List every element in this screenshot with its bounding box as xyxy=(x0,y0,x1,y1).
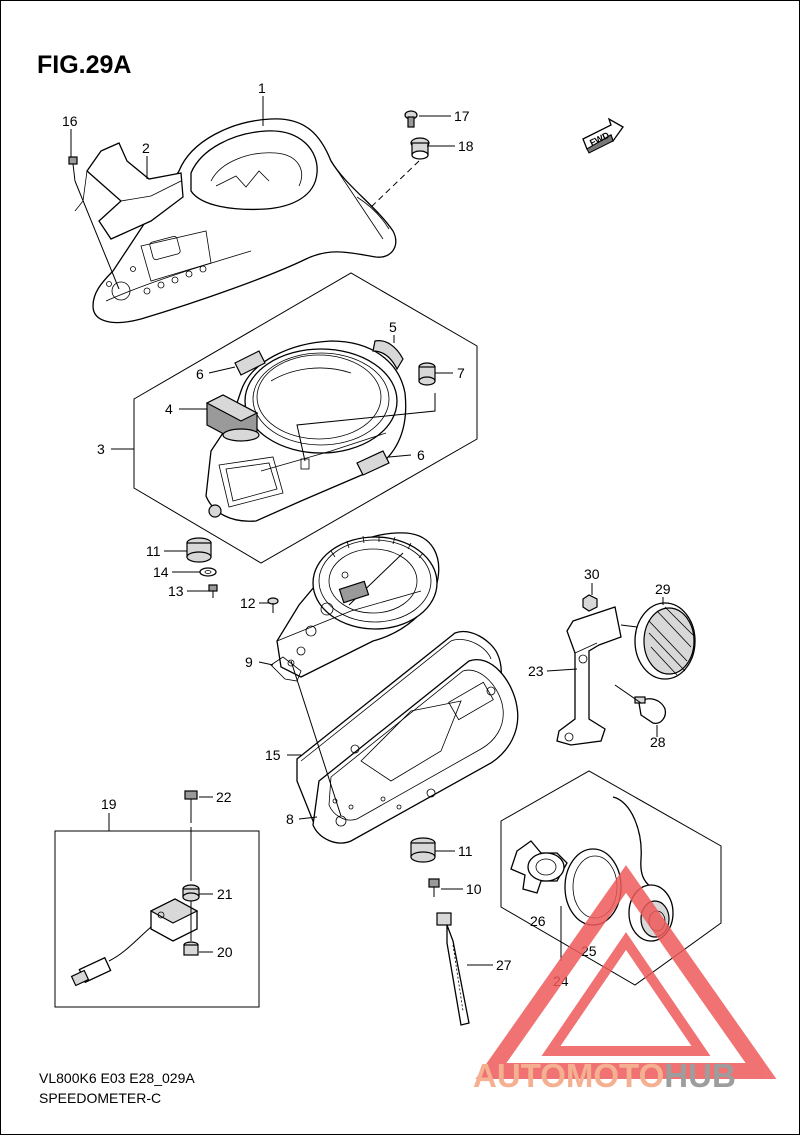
callout-3: 3 xyxy=(97,441,105,457)
callout-6-lower: 6 xyxy=(417,447,425,463)
bushing-20 xyxy=(183,941,199,956)
callout-21: 21 xyxy=(217,886,233,902)
callout-2: 2 xyxy=(142,140,150,156)
screw-13 xyxy=(208,584,218,598)
spacer-6-top xyxy=(234,350,266,376)
callout-26: 26 xyxy=(530,913,546,929)
callout-8: 8 xyxy=(286,811,294,827)
callout-23: 23 xyxy=(528,663,544,679)
callout-22: 22 xyxy=(216,789,232,805)
callout-14: 14 xyxy=(153,564,169,580)
nut-30 xyxy=(582,594,598,612)
spacer-6-bottom xyxy=(356,450,390,476)
reset-knob xyxy=(205,394,260,442)
watermark-text-secondary: HUB xyxy=(664,1057,736,1094)
grommet-11-lower xyxy=(410,837,436,863)
housing-group-frame xyxy=(133,272,478,564)
bushing-18 xyxy=(410,137,430,160)
callout-9: 9 xyxy=(245,654,253,670)
speedometer-unit xyxy=(276,532,440,678)
callout-15: 15 xyxy=(265,747,281,763)
clamp-28 xyxy=(634,696,667,724)
meter-housing xyxy=(205,340,407,522)
callout-7: 7 xyxy=(457,365,465,381)
callout-11-upper: 11 xyxy=(146,543,161,559)
screw-12 xyxy=(267,597,279,613)
figure-title: FIG.29A xyxy=(37,51,131,79)
switch-group-frame xyxy=(54,830,260,1008)
watermark-triangle-icon xyxy=(475,865,777,1079)
bolt-22 xyxy=(184,790,198,823)
callout-6-upper: 6 xyxy=(196,366,204,382)
callout-16: 16 xyxy=(62,113,78,129)
callout-18: 18 xyxy=(458,138,474,154)
callout-5: 5 xyxy=(389,319,397,335)
svg-text:AUTOMOTOHUB: AUTOMOTOHUB xyxy=(473,1057,736,1094)
callout-13: 13 xyxy=(168,583,184,599)
washer-14 xyxy=(199,567,217,577)
screw-17 xyxy=(404,110,418,128)
watermark-text-primary: AUTOMOTO xyxy=(473,1057,664,1094)
callout-1: 1 xyxy=(258,80,266,96)
fwd-arrow-icon: FWD xyxy=(582,117,624,154)
meter-bracket-9 xyxy=(270,656,302,682)
screw-10 xyxy=(428,878,440,897)
meter-cover xyxy=(92,118,397,324)
lens-clip-5 xyxy=(372,340,404,371)
screw-16 xyxy=(68,156,78,182)
footer-code: VL800K6 E03 E28_029A xyxy=(39,1070,195,1086)
callout-19: 19 xyxy=(101,796,117,812)
holder-26 xyxy=(510,840,568,894)
sensor-group-frame xyxy=(500,770,722,986)
callout-12: 12 xyxy=(240,595,256,611)
watermark-logo: AUTOMOTOHUB xyxy=(473,865,777,1094)
callout-28: 28 xyxy=(650,734,666,750)
bracket-23 xyxy=(556,606,622,746)
callout-10: 10 xyxy=(466,881,482,897)
switch-19 xyxy=(70,898,199,987)
callout-27: 27 xyxy=(496,957,512,973)
cover-bracket xyxy=(74,142,184,240)
cushion-21 xyxy=(182,884,200,902)
cable-tie-27 xyxy=(436,912,470,1026)
grommet-11-upper xyxy=(186,537,212,563)
callout-29: 29 xyxy=(655,581,671,597)
cushion-7 xyxy=(418,362,436,386)
footer-name: SPEEDOMETER-C xyxy=(39,1090,161,1106)
callout-11-lower: 11 xyxy=(458,843,473,859)
callout-17: 17 xyxy=(454,108,470,124)
callout-20: 20 xyxy=(217,944,233,960)
callout-4: 4 xyxy=(165,401,173,417)
indicator-lamp-29 xyxy=(620,602,696,680)
callout-30: 30 xyxy=(584,566,600,582)
watermark-inner-triangle-icon xyxy=(541,932,711,1056)
